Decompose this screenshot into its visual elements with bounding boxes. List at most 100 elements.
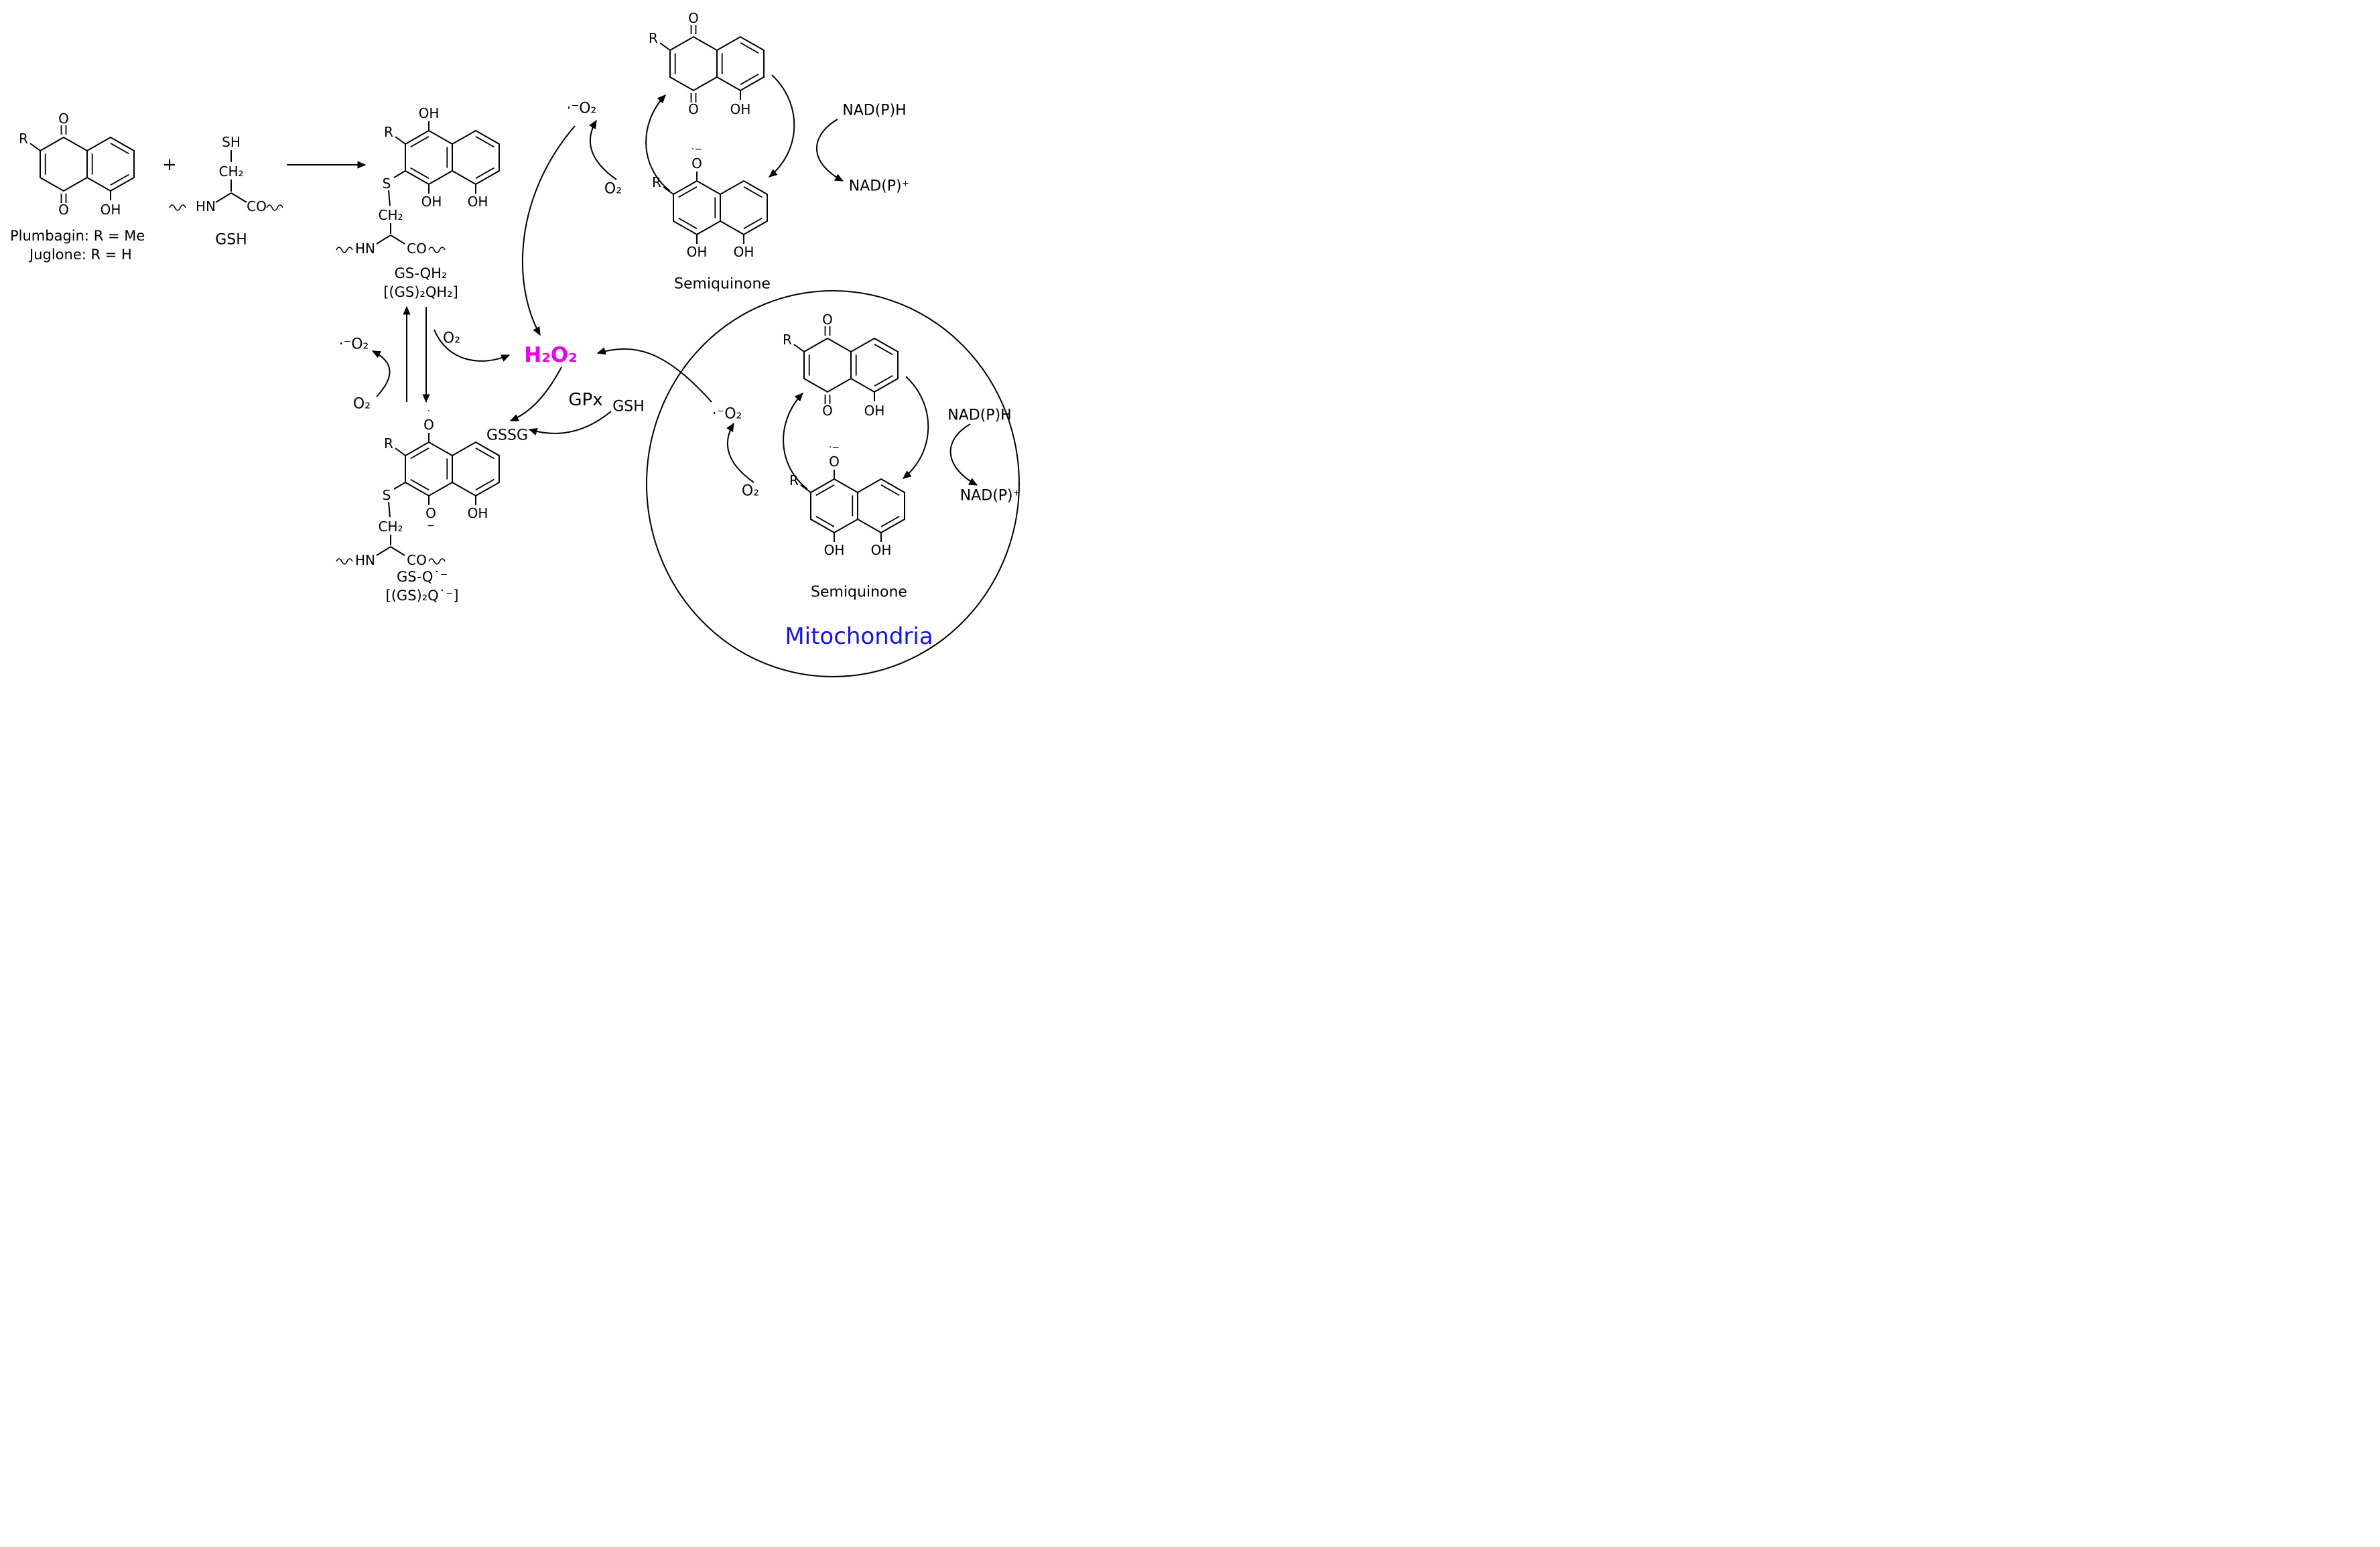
plumbagin-caption: Plumbagin: R = Me xyxy=(10,228,145,244)
adduct-redox-arrows xyxy=(371,306,511,403)
superoxide-label-middle: ·⁻O₂ xyxy=(339,336,369,353)
thiol-label: SH xyxy=(222,134,241,150)
superoxide-label-mitochondria: ·⁻O₂ xyxy=(712,406,742,423)
o2-to-superoxide-arrow xyxy=(589,119,617,180)
o2-to-h2o2-arrow xyxy=(434,329,511,362)
carbonyl-oxygen-label: O xyxy=(688,10,699,26)
nadp-plus-label-mitochondria: NAD(P)⁺ xyxy=(960,488,1021,505)
carbonyl-oxygen-label: O xyxy=(822,312,833,328)
plus-sign: + xyxy=(162,155,177,175)
gs-q-caption: GS-Q˙⁻ xyxy=(397,569,448,585)
o2-label-top: O₂ xyxy=(604,181,622,198)
sulfur-label: S xyxy=(383,176,391,192)
o2-to-superoxide-arrow-mito xyxy=(726,422,754,483)
methylene-label: CH₂ xyxy=(378,207,403,223)
nadph-label-mitochondria: NAD(P)H xyxy=(947,407,1011,424)
r-group-label: R xyxy=(384,435,393,452)
hydroxyl-label: OH xyxy=(824,542,845,558)
gpx-reaction-arrows xyxy=(509,366,612,435)
hydroxyl-label: OH xyxy=(468,194,488,210)
parent-quinone-structure: R O O OH xyxy=(19,111,135,218)
oxide-oxygen-label: O xyxy=(425,505,436,521)
semiquinone-structure-mitochondria: ·− O R OH OH xyxy=(789,442,905,558)
gsh-to-gssg-arrow xyxy=(528,411,612,435)
top-right-cycle-arrows xyxy=(521,74,844,336)
mitochondria-membrane xyxy=(646,290,1020,677)
semiquinone-structure-top-right: ·− O R OH OH xyxy=(652,144,768,260)
hydroxyl-label: OH xyxy=(864,403,885,419)
bond-truncation-squiggle xyxy=(336,558,353,565)
bond-truncation-squiggle xyxy=(266,204,283,211)
h2o2-label: H₂O₂ xyxy=(524,343,577,367)
carbonyl-oxygen-label: O xyxy=(688,101,699,117)
bond-truncation-squiggle xyxy=(428,558,446,565)
o2-label-middle-right: O₂ xyxy=(443,330,460,347)
minus-charge-mark: − xyxy=(427,521,435,531)
superoxide-to-h2o2-arrow xyxy=(521,125,576,336)
hydroxyl-label: OH xyxy=(871,542,892,558)
nadp-plus-label-top: NAD(P)⁺ xyxy=(849,178,910,195)
hydroxyl-label: OH xyxy=(730,101,751,117)
amide-hn-label: HN xyxy=(196,198,216,214)
carbonyl-oxygen-label: O xyxy=(58,111,69,127)
carbonyl-co-label: CO xyxy=(407,241,427,257)
semiquinone-to-quinone-arrow xyxy=(645,94,671,192)
bond-truncation-squiggle xyxy=(336,247,353,253)
semiquinone-caption-top: Semiquinone xyxy=(674,276,771,293)
r-group-label: R xyxy=(783,332,792,348)
carbonyl-co-label: CO xyxy=(407,552,427,568)
nadph-label-top: NAD(P)H xyxy=(842,103,906,119)
radical-anion-mark: ·− xyxy=(691,144,702,155)
gs-qh2-caption: GS-QH₂ xyxy=(395,265,448,281)
r-group-label: R xyxy=(384,124,393,140)
r-group-label: R xyxy=(789,472,799,488)
scheme-canvas: R O O OH Plumbagin: R = Me Juglone: R = … xyxy=(10,10,1021,677)
hydroxyl-label: OH xyxy=(468,505,488,521)
methylene-label: CH₂ xyxy=(218,163,243,180)
mitochondria-cycle-arrows xyxy=(596,347,978,490)
gpx-label: GPx xyxy=(568,390,602,410)
o2-label-middle-left: O₂ xyxy=(353,396,371,413)
bond-truncation-squiggle xyxy=(169,204,186,211)
radical-anion-mark: ·− xyxy=(829,442,840,453)
radical-mark: · xyxy=(427,406,430,417)
gs-qh2-alt-caption: [(GS)₂QH₂] xyxy=(383,284,458,300)
oxygen-radical-label: O xyxy=(691,155,702,172)
amide-hn-label: HN xyxy=(355,552,375,568)
o2-to-superoxide-arrow-middle xyxy=(371,350,391,397)
hydroxyl-label: OH xyxy=(421,194,442,210)
carbonyl-oxygen-label: O xyxy=(58,202,69,218)
juglone-caption: Juglone: R = H xyxy=(28,247,132,263)
redox-cycling-scheme: R O O OH Plumbagin: R = Me Juglone: R = … xyxy=(0,0,1190,774)
r-group-label: R xyxy=(649,30,658,46)
hydroxyl-label: OH xyxy=(419,105,440,121)
sulfur-label: S xyxy=(383,487,391,503)
nadph-to-nadp-arrow-mito xyxy=(949,423,978,486)
amide-hn-label: HN xyxy=(355,241,375,257)
bond-truncation-squiggle xyxy=(428,247,446,253)
gs-qh2-adduct-structure: OH R S OH OH CH₂ HN CO GS-QH₂ [(GS)₂QH₂] xyxy=(336,105,500,300)
quinone-structure-top-right: R O O OH xyxy=(649,10,765,117)
mitochondria-caption: Mitochondria xyxy=(785,623,933,650)
carbonyl-co-label: CO xyxy=(247,198,267,214)
oxygen-radical-label: O xyxy=(829,454,840,470)
superoxide-label-top: ·⁻O₂ xyxy=(567,100,597,117)
gssg-label: GSSG xyxy=(486,427,528,444)
semiquinone-caption-mitochondria: Semiquinone xyxy=(811,584,907,601)
r-group-label: R xyxy=(652,174,661,190)
gs-q-alt-caption: [(GS)₂Q˙⁻] xyxy=(386,588,459,604)
oxygen-radical-label: O xyxy=(423,417,434,433)
hydroxyl-label: OH xyxy=(687,244,708,260)
semiquinone-to-quinone-arrow-mito xyxy=(783,393,808,490)
quinone-to-semiquinone-arrow-mito xyxy=(902,376,929,479)
quinone-structure-mitochondria: R O O OH xyxy=(783,312,899,419)
gs-q-radical-structure: · O R S O − OH CH₂ HN CO GS-Q˙⁻ [(GS)₂Q˙… xyxy=(336,406,500,604)
o2-label-mitochondria: O₂ xyxy=(742,483,759,500)
carbonyl-oxygen-label: O xyxy=(822,403,833,419)
hydroxyl-label: OH xyxy=(734,244,754,260)
hydroxyl-label: OH xyxy=(101,202,121,218)
gsh-caption: GSH xyxy=(215,232,247,249)
r-group-label: R xyxy=(19,131,28,147)
h2o2-reduction-arrow xyxy=(509,366,562,421)
gsh-label: GSH xyxy=(612,399,645,415)
